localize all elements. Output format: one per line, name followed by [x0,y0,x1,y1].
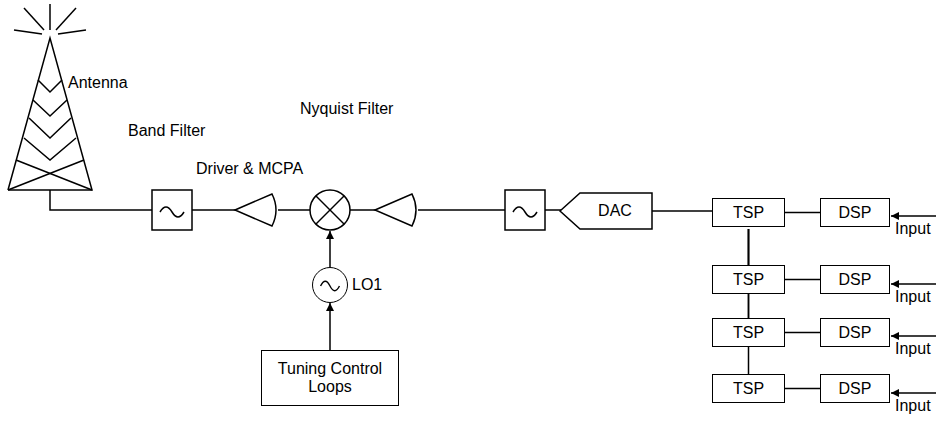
nyquist-filter-box [505,190,545,230]
signal-line [785,388,820,390]
signal-line [785,212,820,214]
signal-line [748,229,750,374]
tsp-box: TSP [712,198,785,227]
signal-line [785,332,820,334]
wire [350,209,375,211]
oscillator-circle: LO1 [312,267,348,303]
component-label: Band Filter [128,122,205,140]
component-label: Driver & MCPA [196,160,303,178]
signal-label: Input [895,288,931,306]
node-text: TSP [733,324,764,342]
input-arrow [891,335,936,337]
wire [192,209,235,211]
mixer-symbol [310,190,350,230]
filter-symbol [160,207,184,217]
wire [418,209,505,211]
node-text: TSP [733,271,764,289]
amplifier-symbol [375,194,416,226]
node-text: TSP [733,204,764,222]
signal-line [785,279,820,281]
input-arrow [891,392,936,394]
sine-symbol [321,281,340,290]
filter-symbol [513,207,537,217]
connector-layer [330,211,820,389]
tsp-box: TSP [712,374,785,403]
control-box: Tuning Control Loops [261,350,399,406]
node-text: DAC [598,202,632,220]
signal-line [652,210,712,212]
signal-label: Input [895,397,931,415]
antenna-symbol [8,4,92,190]
node-text: DSP [839,324,872,342]
sine-symbol [313,268,347,302]
wire [278,209,310,211]
band-filter-box [152,190,192,230]
node-text: TSP [733,380,764,398]
dac-block: DAC [560,193,652,229]
dsp-box: DSP [820,374,890,403]
node-text: DSP [839,204,872,222]
node-text: DSP [839,271,872,289]
wire [545,209,561,211]
signal-label: Input [895,340,931,358]
oscillator-label: LO1 [352,276,382,294]
feed-wire [50,190,152,210]
antenna-label: Antenna [68,74,128,92]
lo-arrow [329,231,331,267]
signal-line [329,303,331,350]
tsp-box: TSP [712,318,785,347]
mixer-cross [316,196,344,224]
rf-chain [8,4,936,393]
tsp-box: TSP [712,265,785,294]
node-text: DSP [839,380,872,398]
input-arrow [891,215,936,217]
dsp-box: DSP [820,318,890,347]
amplifier-symbol [235,194,276,226]
input-arrow [891,283,936,285]
dsp-box: DSP [820,198,890,227]
dsp-box: DSP [820,265,890,294]
signal-label: Input [895,220,931,238]
dac-outline [560,193,652,229]
mixer-cross [316,196,344,224]
component-label: Nyquist Filter [300,100,393,118]
node-text: Tuning Control Loops [262,360,398,395]
